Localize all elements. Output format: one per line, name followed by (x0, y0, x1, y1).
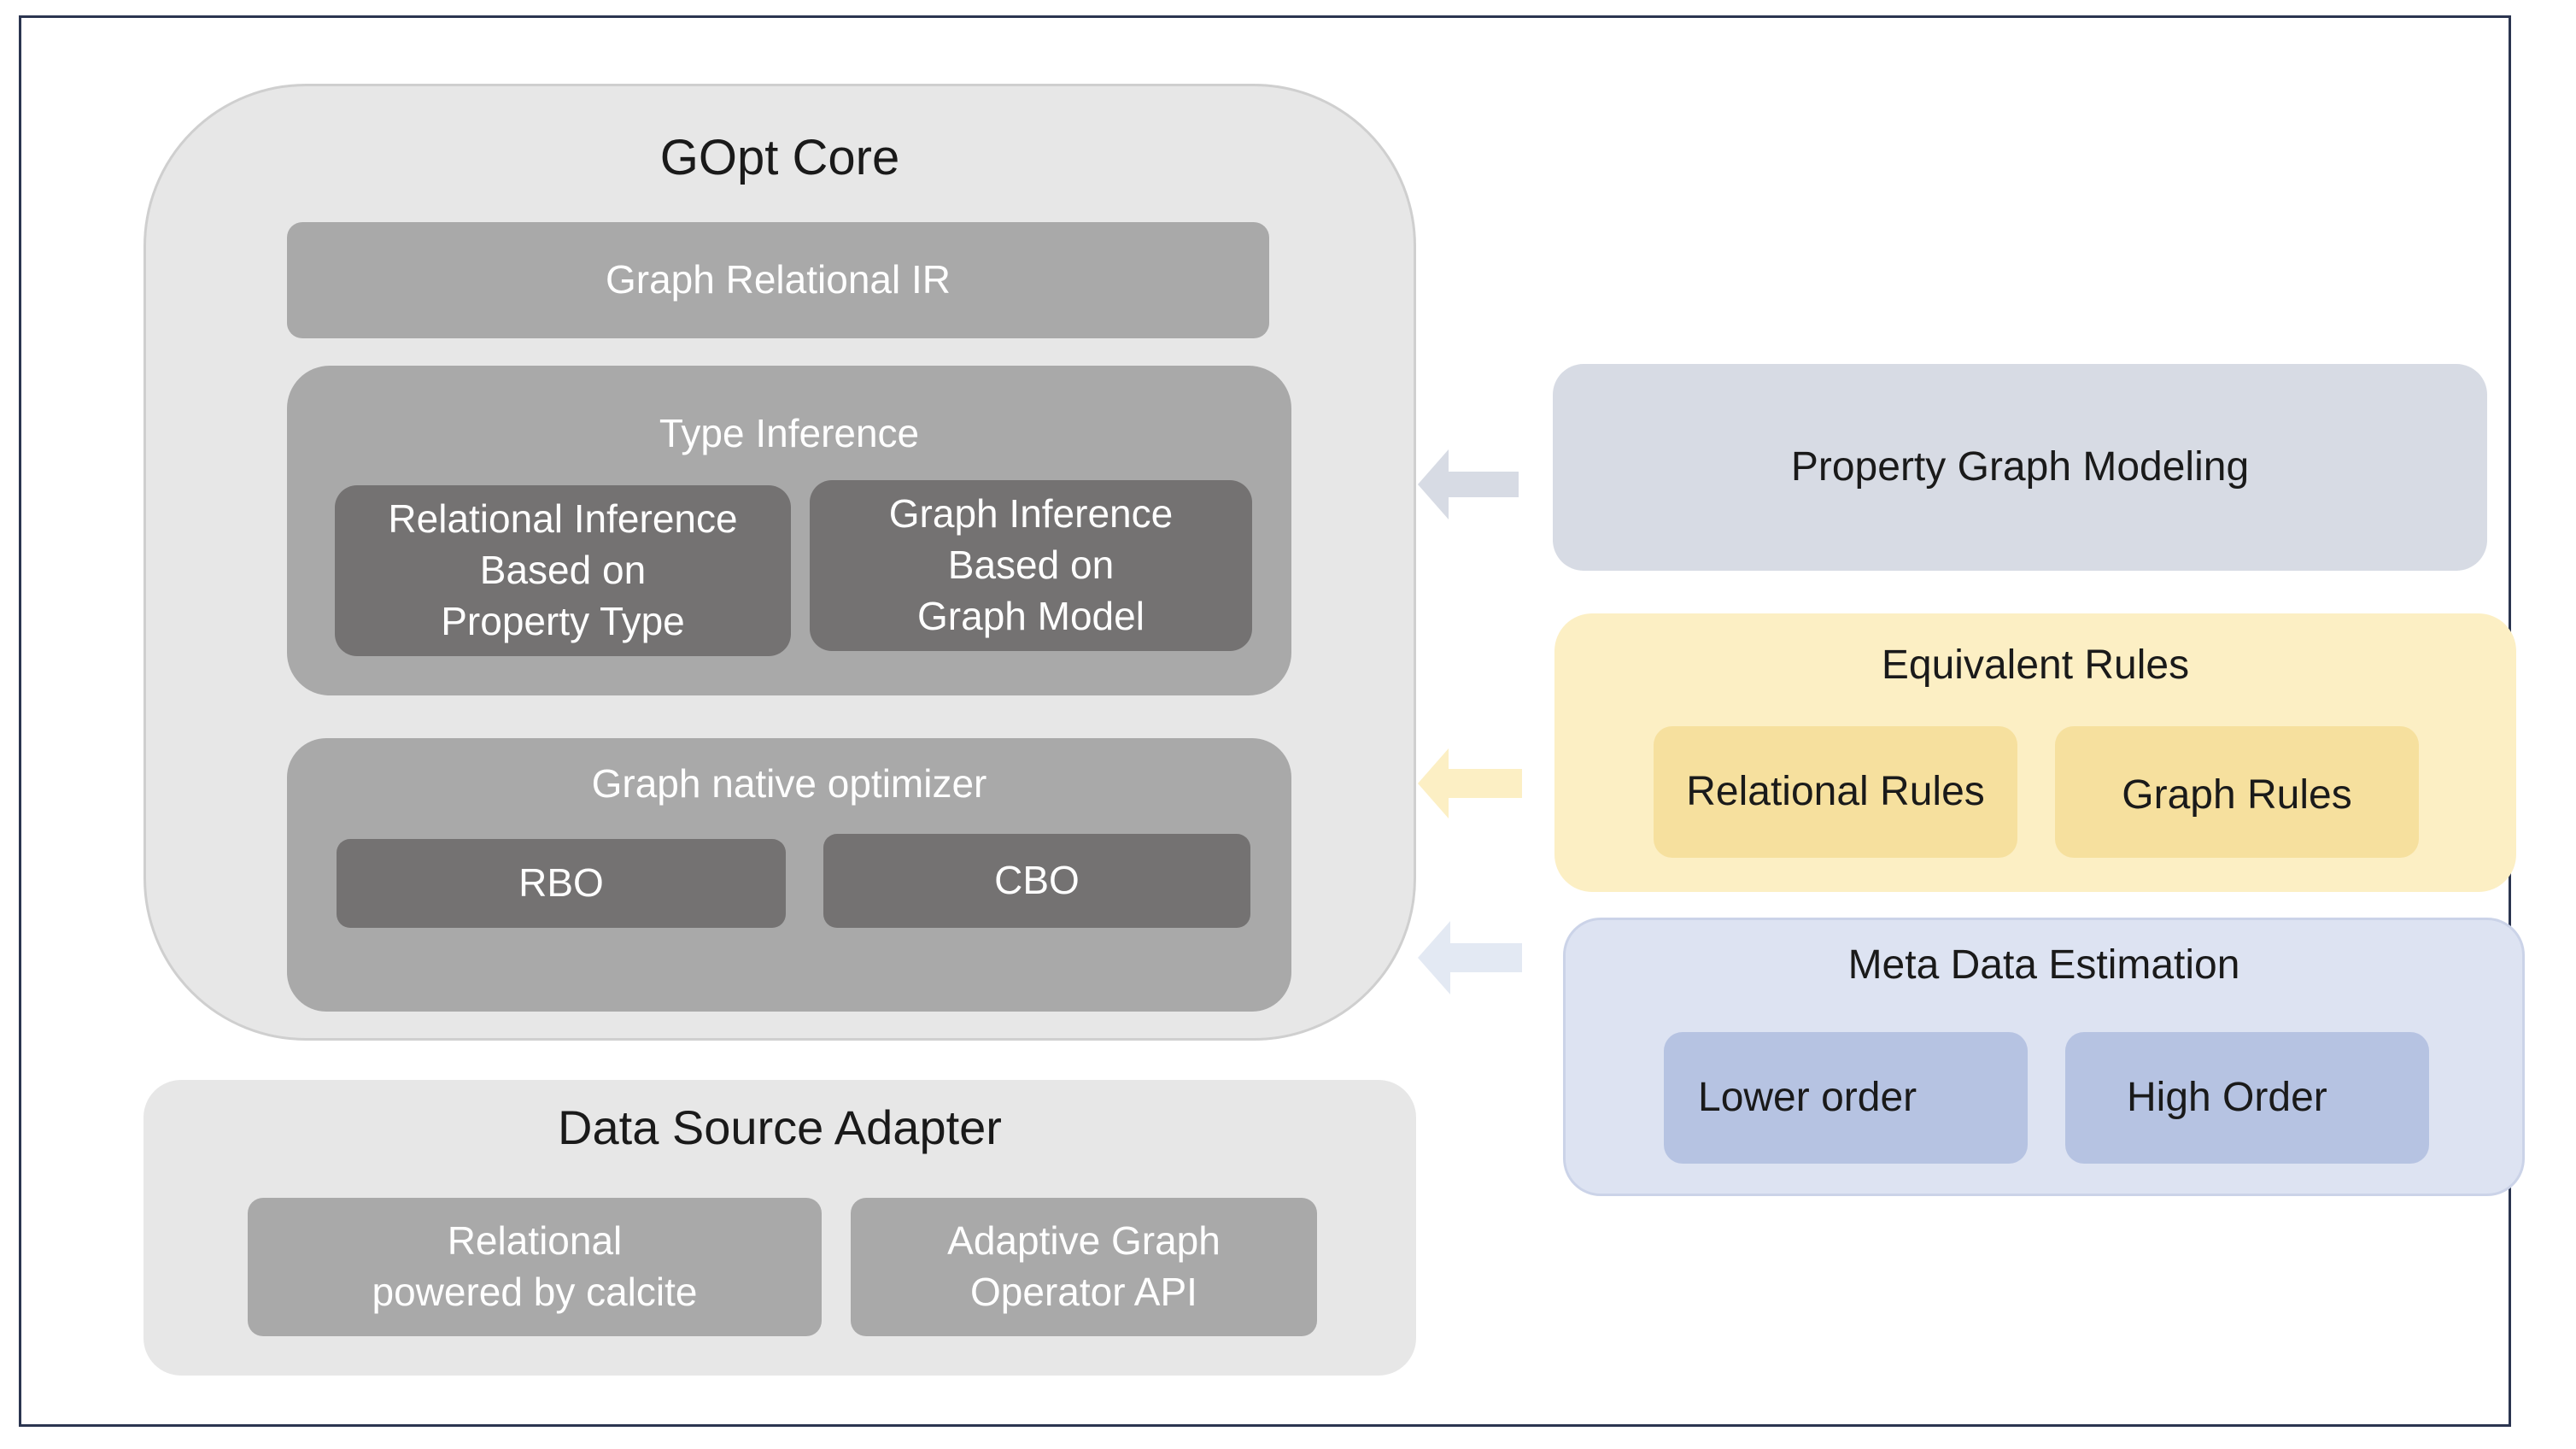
data-source-adapter-title: Data Source Adapter (558, 1100, 1002, 1154)
gopt-core-title: GOpt Core (659, 130, 900, 185)
graph-rules-box: Graph Rules (2055, 726, 2419, 858)
relational-inference-line-3: Property Type (441, 598, 685, 643)
property-graph-modeling-box: Property Graph Modeling (1553, 364, 2487, 571)
adaptive-graph-line-1: Adaptive Graph (947, 1218, 1221, 1264)
modeling-arrow-icon (1418, 449, 1519, 519)
high-order-box: High Order (2065, 1032, 2429, 1164)
meta-arrow-icon (1418, 921, 1522, 994)
relational-inference-line-2: Based on (479, 548, 647, 593)
graph-inference-line-1: Graph Inference (888, 491, 1174, 537)
adaptive-graph-line-2: Operator API (970, 1270, 1197, 1314)
relational-line-2: powered by calcite (372, 1270, 698, 1314)
rbo-box: RBO (337, 839, 786, 928)
graph-native-optimizer-title: Graph native optimizer (591, 761, 987, 806)
relational-inference-line-1: Relational Inference (388, 496, 738, 542)
meta-data-estimation-title: Meta Data Estimation (1847, 942, 2240, 988)
graph-inference-line-2: Based on (947, 543, 1115, 588)
graph-inference-box: Graph Inference Based on Graph Model (810, 480, 1252, 651)
relational-line-1: Relational (447, 1218, 623, 1264)
relational-rules-box: Relational Rules (1654, 726, 2017, 858)
relational-inference-box: Relational Inference Based on Property T… (335, 485, 791, 656)
cbo-box: CBO (823, 834, 1250, 928)
rules-arrow-icon (1418, 748, 1522, 818)
relational-calcite-box: Relational powered by calcite (248, 1198, 822, 1336)
equivalent-rules-title: Equivalent Rules (1881, 642, 2190, 688)
lower-order-box: Lower order (1664, 1032, 2028, 1164)
graph-inference-line-3: Graph Model (917, 593, 1145, 638)
type-inference-title: Type Inference (659, 411, 920, 455)
graph-relational-ir-box: Graph Relational IR (287, 222, 1269, 338)
adaptive-graph-operator-api-box: Adaptive Graph Operator API (851, 1198, 1317, 1336)
